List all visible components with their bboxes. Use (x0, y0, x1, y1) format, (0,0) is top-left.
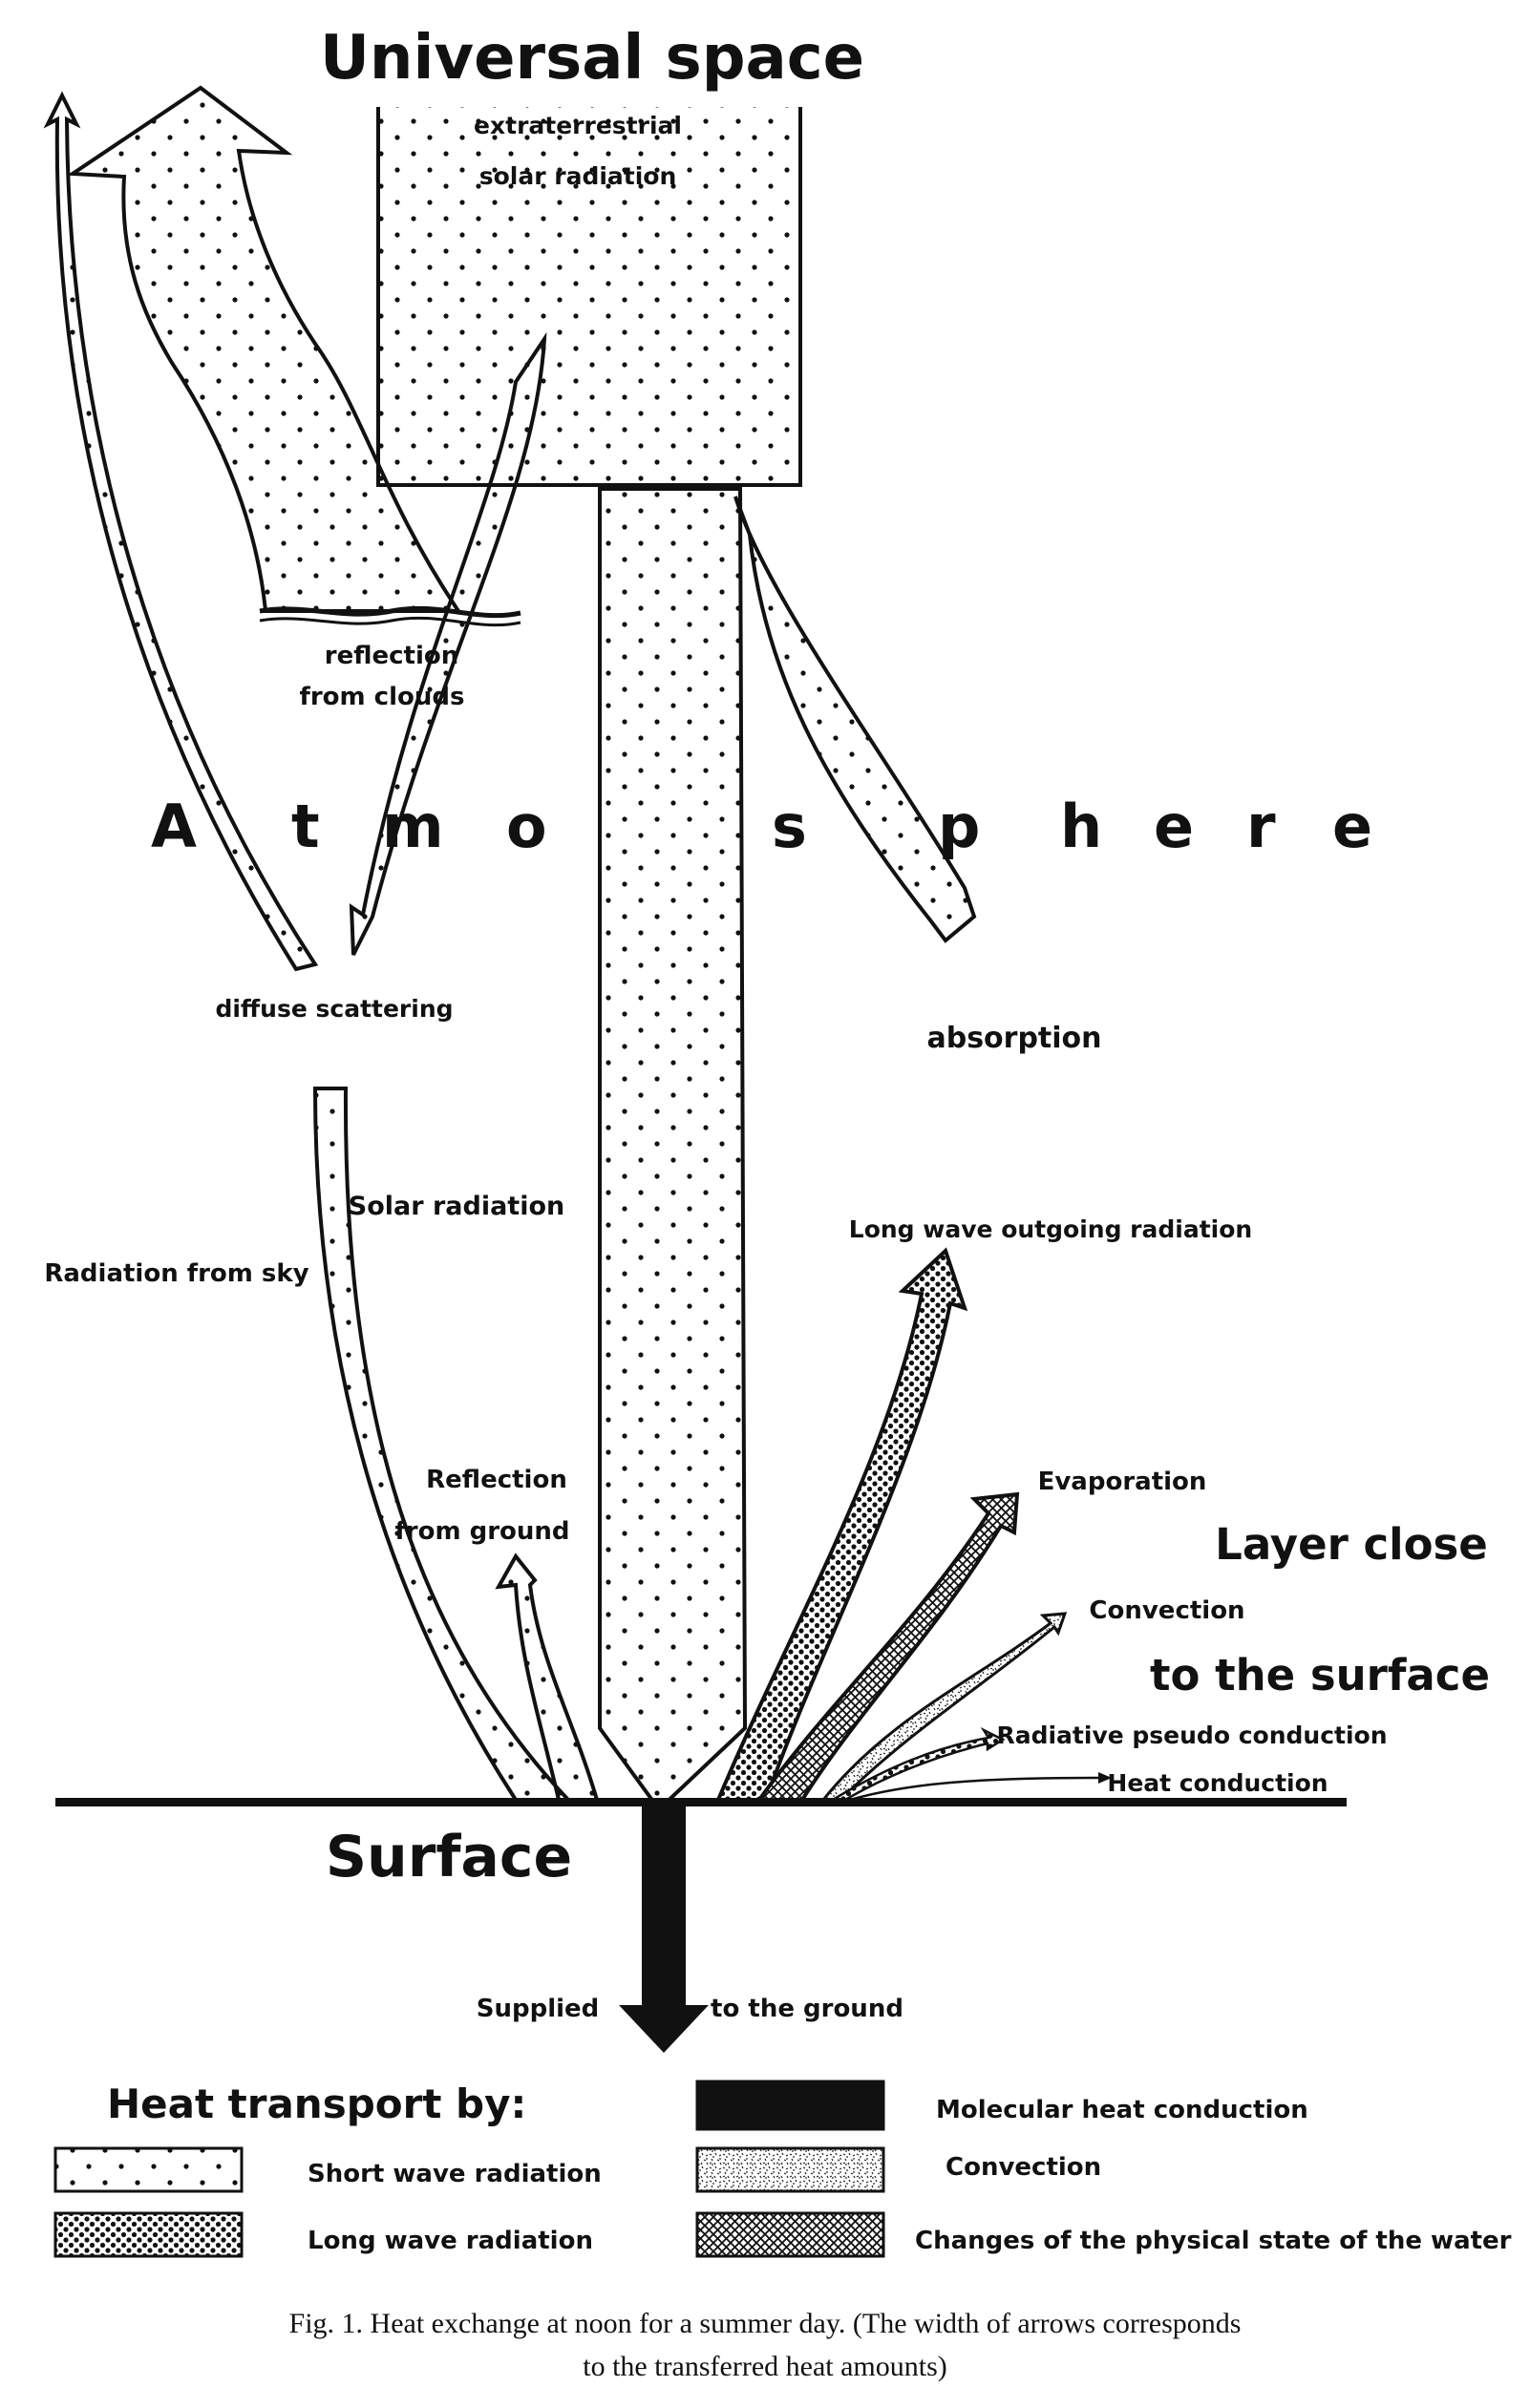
atmosphere-letter: r (1246, 792, 1276, 861)
reflection-ground-label-2: from ground (394, 1517, 569, 1546)
atmosphere-letter: m (382, 792, 444, 861)
cloud-reflection-arrow (66, 85, 462, 613)
legend-swatch-convection (695, 2146, 885, 2193)
convection-label: Convection (1089, 1596, 1244, 1625)
evaporation-label: Evaporation (1038, 1468, 1207, 1496)
extraterrestrial-radiation-band (376, 107, 802, 487)
legend-label-molecular: Molecular heat conduction (936, 2096, 1308, 2124)
long-wave-outgoing-arrow (714, 1247, 968, 1802)
supplied-label: Supplied (477, 1995, 600, 2023)
atmosphere-letter: e (1332, 792, 1372, 861)
reflection-clouds-label-2: from clouds (300, 683, 465, 711)
caption-line-2: to the transferred heat amounts) (583, 2351, 947, 2382)
legend-swatch-changes-water (695, 2211, 885, 2258)
atmosphere-letter: s (772, 792, 807, 861)
legend-swatch-molecular (695, 2080, 885, 2131)
scatter-up-arrow (43, 91, 319, 972)
legend: Heat transport by: Short wave radiation … (53, 2080, 1512, 2258)
surface-line (55, 1798, 1347, 1806)
atmosphere-letter: o (506, 792, 547, 861)
radiative-pseudo-label: Radiative pseudo conduction (996, 1722, 1387, 1749)
ground-reflection-arrow (495, 1553, 600, 1802)
legend-label-convection: Convection (946, 2153, 1101, 2182)
heat-conduction-label: Heat conduction (1107, 1769, 1328, 1797)
radiation-from-sky-label: Radiation from sky (44, 1259, 308, 1288)
absorption-label: absorption (926, 1022, 1101, 1055)
legend-label-changes-water: Changes of the physical state of the wat… (915, 2227, 1512, 2255)
evaporation-arrow (755, 1491, 1020, 1802)
ground-supply-arrow (619, 1806, 709, 2053)
reflection-ground-label-1: Reflection (426, 1466, 567, 1494)
scatter-down-arrow (349, 331, 547, 956)
to-the-ground-label: to the ground (711, 1995, 903, 2023)
atmosphere-letter: e (1154, 792, 1194, 861)
legend-swatch-long-wave (53, 2211, 244, 2258)
diffuse-scattering-label: diffuse scattering (215, 995, 453, 1023)
legend-label-long-wave: Long wave radiation (308, 2227, 593, 2255)
atmosphere-letter: t (291, 792, 320, 861)
long-wave-outgoing-label: Long wave outgoing radiation (849, 1215, 1252, 1243)
surface-label: Surface (326, 1824, 572, 1890)
heat-conduction-arrow (849, 1772, 1112, 1802)
solar-radiation-column (598, 487, 748, 1813)
caption-line-1: Fig. 1. Heat exchange at noon for a summ… (289, 2308, 1242, 2339)
reflection-clouds-label-1: reflection (325, 642, 459, 670)
absorption-arrow (733, 496, 977, 943)
convection-arrow (819, 1612, 1068, 1802)
universal-space-title: Universal space (320, 23, 864, 94)
extraterrestrial-label-2: solar radiation (479, 162, 677, 190)
atmosphere-letter: h (1060, 792, 1102, 861)
cloud-line (259, 605, 521, 619)
solar-radiation-label: Solar radiation (349, 1192, 564, 1221)
atmosphere-letter: A (151, 792, 197, 861)
legend-label-short-wave: Short wave radiation (308, 2160, 602, 2188)
layer-close-label-1: Layer close (1215, 1519, 1488, 1570)
radiative-pseudo-arrow (828, 1726, 1006, 1802)
atmosphere-letter: p (938, 792, 980, 861)
legend-heading: Heat transport by: (107, 2081, 526, 2127)
atmosphere-word: A t m o s p h e r e (151, 792, 1372, 861)
layer-close-label-2: to the surface (1150, 1650, 1490, 1700)
legend-swatch-short-wave (53, 2146, 244, 2193)
extraterrestrial-label-1: extraterrestrial (474, 112, 682, 139)
